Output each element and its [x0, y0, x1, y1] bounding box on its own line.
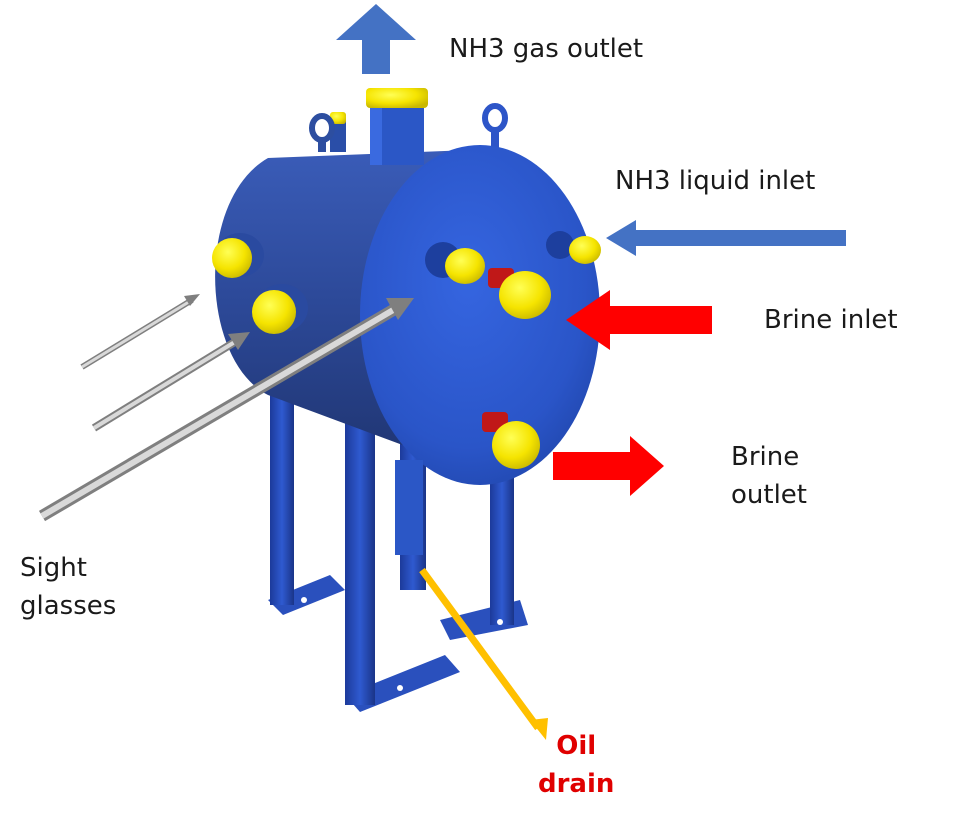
- bolt-hole: [497, 619, 503, 625]
- lifting-lug-left: [309, 113, 335, 143]
- lifting-lug-right: [482, 103, 508, 133]
- label-brine-inlet: Brine inlet: [764, 305, 898, 335]
- brine-inlet-cap: [499, 271, 551, 319]
- brine-inlet-arrow: [566, 290, 712, 350]
- nozzle-cap: [445, 248, 485, 284]
- label-brine-outlet: Brine outlet: [731, 438, 807, 514]
- label-sight-glasses-line2: glasses: [20, 591, 117, 621]
- top-fittings: [309, 88, 508, 165]
- label-liquid-inlet: NH3 liquid inlet: [615, 166, 816, 196]
- sight-glass-cap: [212, 238, 252, 278]
- base-plate-right: [440, 600, 528, 640]
- label-brine-outlet-line1: Brine: [731, 442, 800, 472]
- oil-drain-nozzle: [395, 460, 423, 555]
- label-sight-glasses: Sight glasses: [20, 549, 116, 625]
- oil-drain-arrow: [419, 567, 541, 731]
- label-oil-drain: Oil drain: [538, 727, 614, 803]
- label-sight-glasses-line1: Sight: [20, 553, 87, 583]
- brine-outlet-cap: [492, 421, 540, 469]
- sight-glass-fittings: [212, 233, 308, 334]
- bolt-hole: [397, 685, 403, 691]
- label-oil-drain-line2: drain: [538, 769, 615, 799]
- vessel-end-plate: [360, 145, 600, 485]
- label-oil-drain-line1: Oil: [556, 731, 597, 761]
- end-plate-nozzles: [395, 231, 601, 555]
- gas-outlet-cap: [366, 88, 428, 108]
- gas-outlet-arrow: [336, 4, 416, 74]
- label-gas-outlet: NH3 gas outlet: [449, 34, 644, 64]
- leg-left: [270, 390, 294, 605]
- label-brine-outlet-line2: outlet: [731, 480, 807, 510]
- small-top-cap: [330, 112, 346, 124]
- bolt-hole: [301, 597, 307, 603]
- leg-center: [345, 420, 375, 705]
- liquid-inlet-arrow: [606, 220, 846, 256]
- annotation-arrows: [38, 4, 846, 740]
- liquid-inlet-cap: [569, 236, 601, 264]
- brine-outlet-arrow: [553, 436, 664, 496]
- sight-glass-cap: [252, 290, 296, 334]
